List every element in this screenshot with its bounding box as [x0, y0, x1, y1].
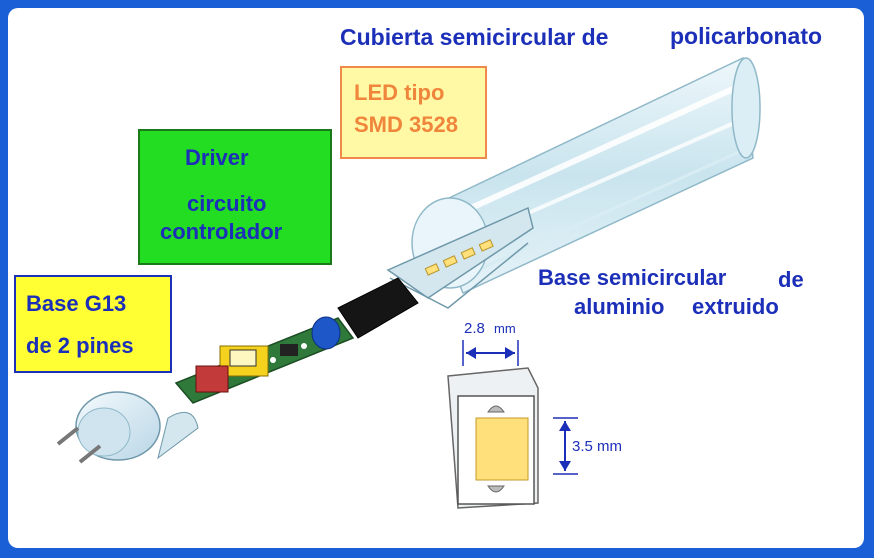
width-dimension-arrow [462, 340, 519, 366]
driver-box: Driver circuito controlador [138, 129, 332, 265]
led-type-label: LED tipo [354, 80, 445, 105]
led-tube-illustration [56, 56, 761, 509]
aluminium-material-label: aluminio [574, 294, 665, 319]
insulating-sleeve [337, 277, 419, 339]
diagram-frame: Cubierta semicircular de policarbonato L… [8, 8, 864, 548]
cover-label-material: policarbonato [670, 23, 823, 49]
aluminium-process-label: extruido [692, 294, 779, 319]
g13-base-box: Base G13 de 2 pines [14, 275, 172, 373]
driver-label: Driver [185, 145, 249, 170]
aluminium-base-label: Base semicircular [538, 265, 727, 290]
driver-subtitle-1: circuito [187, 191, 267, 216]
g13-base-label: Base G13 [26, 291, 127, 316]
led-model-label: SMD 3528 [354, 112, 458, 137]
height-dimension-arrow [553, 417, 578, 475]
smd-chip-detail [447, 367, 539, 509]
aluminium-base [386, 206, 534, 309]
cover-label: Cubierta semicircular de [340, 24, 609, 50]
led-type-box: LED tipo SMD 3528 [340, 66, 487, 159]
g13-pins-label: de 2 pines [26, 333, 134, 358]
chip-height-label: 3.5 mm [572, 438, 623, 455]
driver-board [174, 316, 355, 404]
chip-width-value: 2.8 [464, 320, 485, 337]
led-chip-row [424, 239, 494, 276]
aluminium-base-label-de: de [778, 267, 804, 292]
driver-subtitle-2: controlador [160, 219, 283, 244]
g13-end-cap [56, 391, 199, 464]
chip-width-unit: mm [494, 321, 516, 336]
